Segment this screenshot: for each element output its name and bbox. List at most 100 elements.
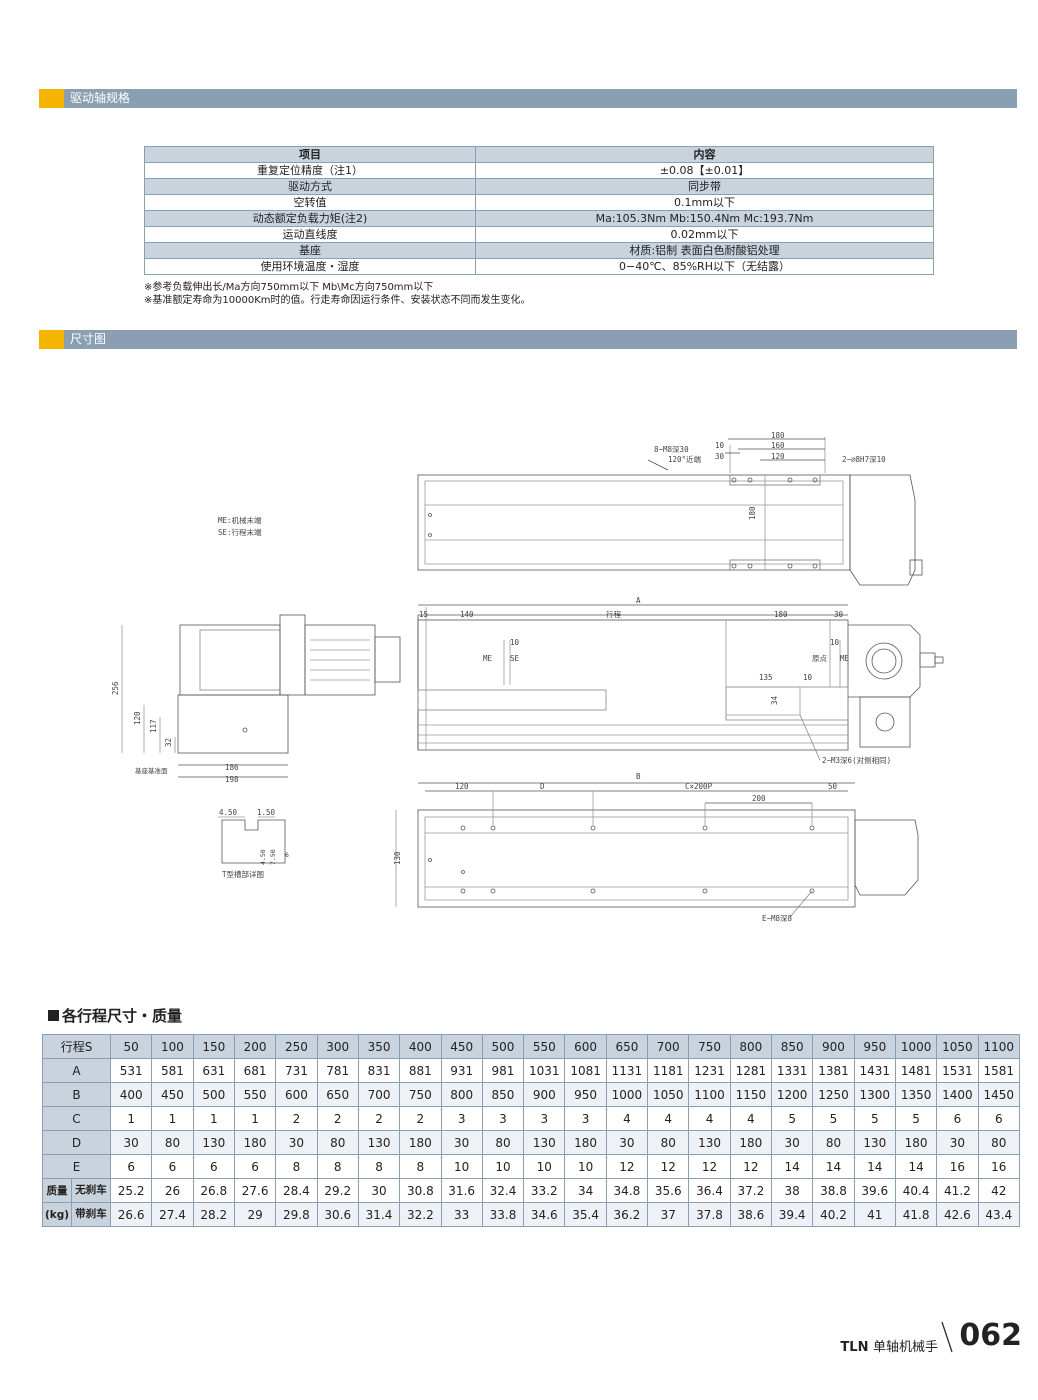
table-cell: 27.6 bbox=[233, 1178, 277, 1203]
table-cell: 80 bbox=[647, 1130, 690, 1155]
table-cell: 30 bbox=[357, 1178, 401, 1203]
table-cell: 2 bbox=[316, 1106, 359, 1131]
table-cell: 32.2 bbox=[399, 1202, 442, 1227]
table-cell: 30 bbox=[770, 1130, 814, 1155]
table-cell: 12 bbox=[688, 1154, 731, 1179]
dim-4-50: 4.50 bbox=[219, 808, 238, 817]
stroke-value-header: 400 bbox=[399, 1034, 442, 1059]
spec-item-cell: 使用环境温度・湿度 bbox=[144, 258, 476, 275]
table-cell: 800 bbox=[440, 1082, 483, 1107]
dim-10-top: 10 bbox=[715, 441, 725, 450]
stroke-value-header: 500 bbox=[481, 1034, 525, 1059]
table-cell: 40.2 bbox=[812, 1202, 855, 1227]
dim-120-side: 120 bbox=[133, 711, 142, 725]
table-cell: 36.4 bbox=[688, 1178, 731, 1203]
table-cell: 130 bbox=[853, 1130, 896, 1155]
table-cell: 34.6 bbox=[523, 1202, 566, 1227]
table-cell: 34 bbox=[564, 1178, 607, 1203]
stroke-value-header: 750 bbox=[688, 1034, 731, 1059]
table-cell: 180 bbox=[564, 1130, 607, 1155]
table-cell: 14 bbox=[770, 1154, 814, 1179]
table-cell: 1400 bbox=[936, 1082, 979, 1107]
table-cell: 10 bbox=[564, 1154, 607, 1179]
table-cell: 3 bbox=[481, 1106, 525, 1131]
table-cell: 981 bbox=[481, 1058, 525, 1083]
se-note: SE:行程末端 bbox=[218, 527, 262, 537]
row-label: C bbox=[42, 1106, 111, 1131]
table-cell: 6 bbox=[109, 1154, 153, 1179]
dim-1-50: 1.50 bbox=[257, 808, 276, 817]
table-cell: 38.8 bbox=[812, 1178, 855, 1203]
table-cell: 4 bbox=[729, 1106, 773, 1131]
stroke-value-header: 850 bbox=[770, 1034, 814, 1059]
dim-140: 140 bbox=[460, 610, 474, 619]
mass-label: (kg) bbox=[44, 1208, 70, 1221]
stroke-value-header: 650 bbox=[605, 1034, 649, 1059]
table-cell: 6 bbox=[936, 1106, 979, 1131]
table-cell: 1081 bbox=[564, 1058, 607, 1083]
table-cell: 2 bbox=[399, 1106, 442, 1131]
spec-content-cell: 同步带 bbox=[475, 178, 934, 195]
spec-item-cell: 动态额定负载力矩(注2) bbox=[144, 210, 476, 227]
dim-120-top: 120 bbox=[771, 452, 785, 461]
page-number: 062 bbox=[959, 1318, 1022, 1353]
table-cell: 1350 bbox=[894, 1082, 938, 1107]
table-cell: 450 bbox=[151, 1082, 194, 1107]
table-cell: 180 bbox=[399, 1130, 442, 1155]
table-cell: 33.8 bbox=[481, 1202, 525, 1227]
dim-200: 200 bbox=[752, 794, 766, 803]
table-cell: 600 bbox=[275, 1082, 318, 1107]
table-cell: 750 bbox=[399, 1082, 442, 1107]
table-cell: 33 bbox=[440, 1202, 483, 1227]
mass-row-label: 质量无刹车 bbox=[42, 1178, 111, 1203]
table-cell: 1281 bbox=[729, 1058, 773, 1083]
stroke-header-cell: 行程S bbox=[42, 1034, 111, 1059]
dimension-drawing: 8−M8深30 120°近端 2−∅8H7深10 180 160 120 10 … bbox=[111, 431, 944, 923]
table-cell: 1381 bbox=[812, 1058, 855, 1083]
table-cell: 5 bbox=[770, 1106, 814, 1131]
dim-256: 256 bbox=[111, 681, 120, 695]
table-cell: 650 bbox=[316, 1082, 359, 1107]
table-cell: 1531 bbox=[936, 1058, 979, 1083]
spec-content-cell: 0−40℃、85%RH以下（无结露） bbox=[475, 258, 934, 275]
spec-content-cell: 0.02mm以下 bbox=[475, 226, 934, 243]
table-cell: 900 bbox=[523, 1082, 566, 1107]
table-cell: 12 bbox=[647, 1154, 690, 1179]
table-cell: 550 bbox=[233, 1082, 277, 1107]
table-cell: 700 bbox=[357, 1082, 401, 1107]
table-cell: 1200 bbox=[770, 1082, 814, 1107]
spec-content-cell: ±0.08【±0.01】 bbox=[475, 162, 934, 179]
dim-a: A bbox=[636, 596, 641, 605]
section-title: 驱动轴规格 bbox=[70, 91, 131, 105]
stroke-value-header: 100 bbox=[151, 1034, 194, 1059]
table-cell: 36.2 bbox=[605, 1202, 649, 1227]
section-header-spec: 驱动轴规格 bbox=[39, 89, 1017, 108]
brake-label: 带刹车 bbox=[71, 1203, 110, 1226]
table-cell: 14 bbox=[894, 1154, 938, 1179]
table-cell: 1131 bbox=[605, 1058, 649, 1083]
table-cell: 80 bbox=[977, 1130, 1021, 1155]
table-cell: 4 bbox=[647, 1106, 690, 1131]
table-cell: 681 bbox=[233, 1058, 277, 1083]
table-cell: 10 bbox=[523, 1154, 566, 1179]
table-cell: 30 bbox=[109, 1130, 153, 1155]
table-cell: 1150 bbox=[729, 1082, 773, 1107]
dim-30-top: 30 bbox=[715, 452, 725, 461]
label-me: ME bbox=[483, 654, 493, 663]
label-se: SE bbox=[510, 654, 520, 663]
table-cell: 35.6 bbox=[647, 1178, 690, 1203]
spec-content-cell: Ma:105.3Nm Mb:150.4Nm Mc:193.7Nm bbox=[475, 210, 934, 227]
table-cell: 180 bbox=[894, 1130, 938, 1155]
table-cell: 26.8 bbox=[192, 1178, 235, 1203]
stroke-value-header: 950 bbox=[853, 1034, 896, 1059]
table-cell: 41 bbox=[853, 1202, 896, 1227]
table-cell: 30 bbox=[936, 1130, 979, 1155]
table-cell: 37.2 bbox=[729, 1178, 773, 1203]
table-cell: 781 bbox=[316, 1058, 359, 1083]
table-cell: 2 bbox=[275, 1106, 318, 1131]
